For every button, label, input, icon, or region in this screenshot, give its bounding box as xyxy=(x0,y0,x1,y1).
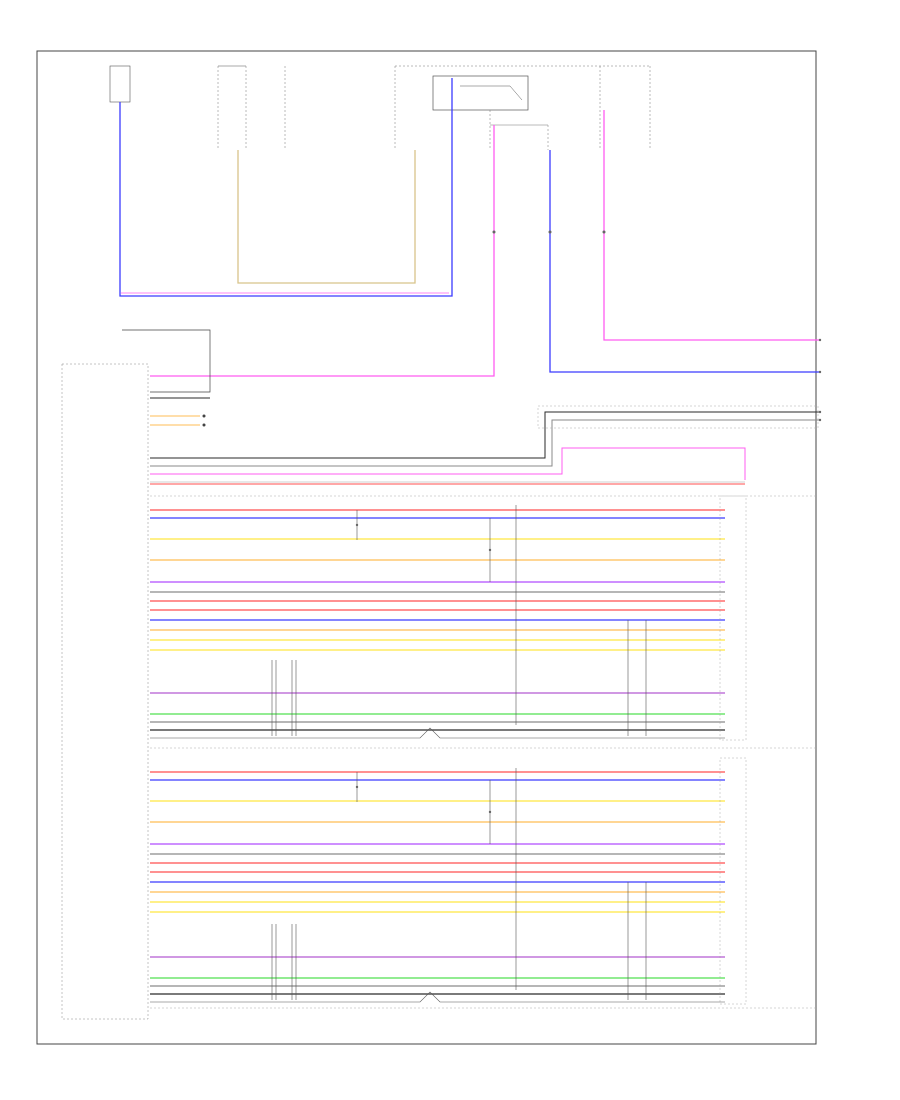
left-module-outline xyxy=(61,363,149,1020)
top-wires xyxy=(119,78,820,377)
seat-section-lower xyxy=(150,757,816,1009)
top-components xyxy=(109,65,651,150)
upper-connector-lines xyxy=(122,329,820,485)
diagram-frame xyxy=(36,50,817,1045)
seat-section-upper xyxy=(150,495,816,749)
fuse-block-left xyxy=(109,65,131,103)
splice-markers xyxy=(355,230,822,814)
relay-box xyxy=(432,75,529,111)
